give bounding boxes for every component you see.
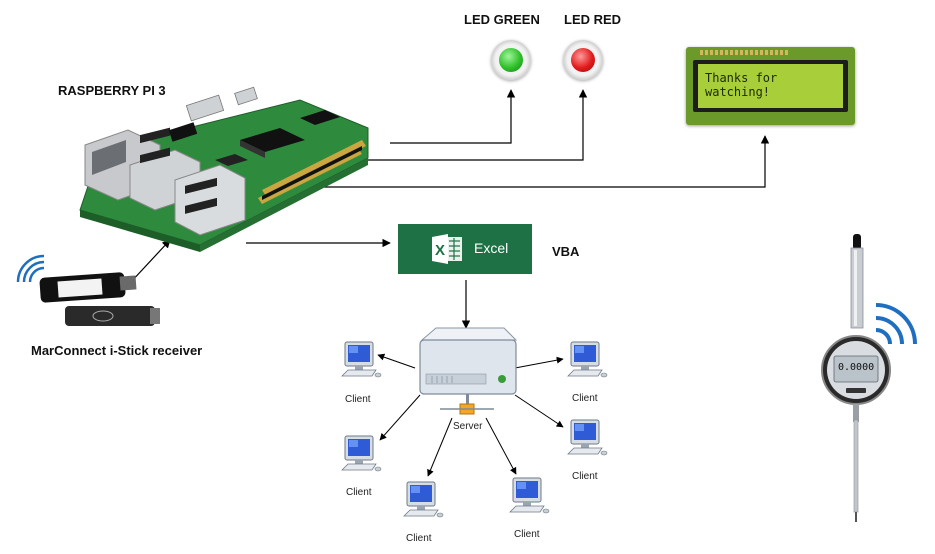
usb-stick-icon: [39, 272, 160, 326]
gauge-reading: 0.0000: [838, 362, 875, 373]
connector-pi-led-red: [368, 89, 588, 161]
label-client: Client: [572, 393, 598, 404]
label-client: Client: [346, 487, 372, 498]
server-icon: [419, 327, 518, 415]
excel-title: Excel: [474, 240, 509, 256]
client-computer-icon: [567, 341, 608, 378]
wireless-signal-icon-stick: [16, 254, 45, 283]
lcd-screen: [698, 64, 843, 108]
label-client: Client: [514, 529, 540, 540]
led-green-icon: [491, 40, 531, 80]
lcd-pins: [700, 50, 790, 55]
server-client-arrows: [377, 353, 564, 477]
excel-box: X Excel: [398, 224, 532, 274]
label-led-red: LED RED: [564, 12, 622, 27]
client-computer-icon: [341, 341, 608, 518]
svg-text:X: X: [435, 242, 445, 259]
wireless-signal-icon-gauge: [875, 303, 917, 345]
client-computer-icon: [341, 341, 382, 378]
lcd-display: Thanks for watching!: [686, 47, 855, 125]
connector-pi-lcd: [320, 135, 770, 188]
label-server: Server: [453, 421, 483, 432]
label-client: Client: [345, 394, 371, 405]
client-computer-icon: [567, 419, 608, 456]
raspberry-pi-board: [79, 86, 369, 252]
client-computer-icon: [403, 481, 444, 518]
client-computer-icon: [341, 435, 382, 472]
connector-istick-pi: [129, 239, 171, 284]
led-red-icon: [563, 40, 603, 80]
lcd-line-1: Thanks for: [705, 71, 778, 85]
label-client: Client: [572, 471, 598, 482]
label-client: Client: [406, 533, 432, 544]
lcd-line-2: watching!: [705, 85, 771, 99]
connector-pi-led-green: [390, 89, 516, 144]
client-computer-icon: [509, 477, 550, 514]
label-led-green: LED GREEN: [464, 12, 540, 27]
lcd-text: Thanks for watching!: [705, 71, 777, 99]
label-istick-receiver: MarConnect i-Stick receiver: [31, 343, 203, 358]
label-vba: VBA: [552, 244, 580, 259]
label-raspberry-pi: RASPBERRY PI 3: [58, 83, 166, 98]
excel-logo: X: [432, 234, 462, 264]
digital-dial-gauge: [821, 234, 891, 522]
